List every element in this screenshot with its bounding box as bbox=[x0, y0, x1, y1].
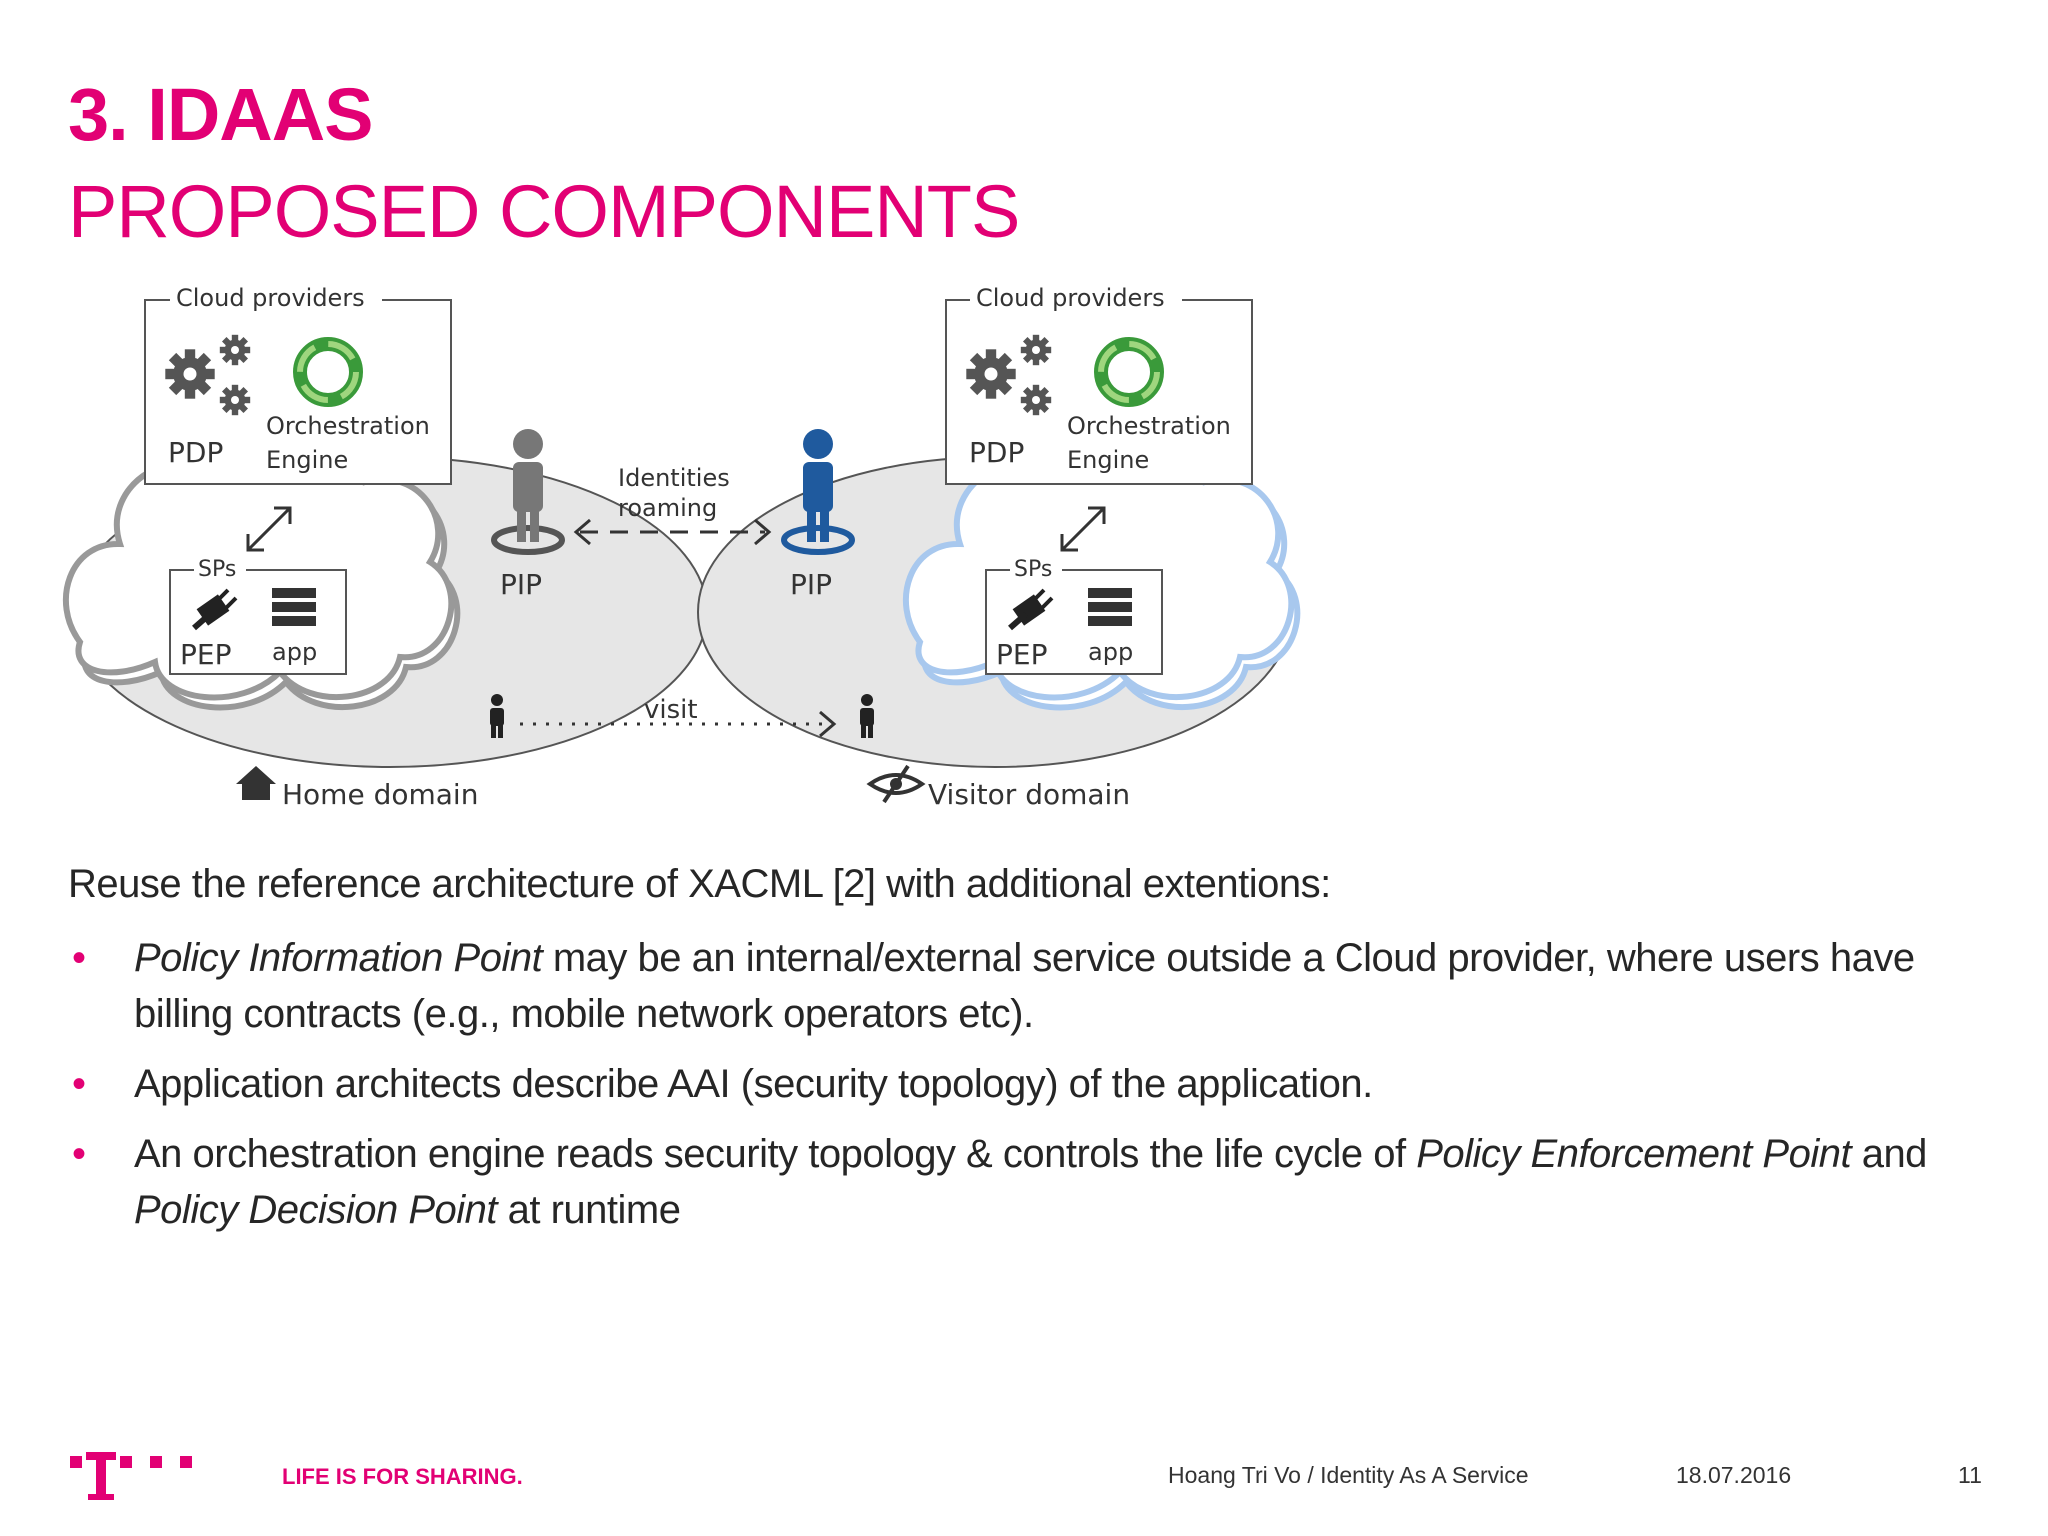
server-icon bbox=[1088, 588, 1132, 626]
bullet-marker: • bbox=[72, 1132, 86, 1176]
term-pep: Policy Enforcement Point bbox=[1416, 1132, 1852, 1176]
visitor-sps-label: SPs bbox=[1014, 557, 1052, 582]
visit-arrow bbox=[520, 710, 837, 738]
home-app-label: app bbox=[272, 638, 317, 666]
visitor-pip-label: PIP bbox=[790, 568, 832, 601]
bullet-architects-text: Application architects describe AAI (sec… bbox=[134, 1062, 1373, 1106]
bullet-orchestration-text-b: and bbox=[1851, 1132, 1928, 1176]
roaming-label: roaming bbox=[618, 494, 717, 522]
visitor-pep-label: PEP bbox=[996, 638, 1047, 671]
home-pip-person-icon bbox=[491, 429, 565, 555]
bullet-pip-text: may be an internal/external service outs… bbox=[134, 936, 1915, 1036]
visitor-cloud-providers-box: Cloud providers PDP Orchestration Engine bbox=[945, 284, 1253, 485]
home-engine-label: Engine bbox=[266, 446, 348, 474]
visitor-cloud-providers-label: Cloud providers bbox=[976, 284, 1165, 312]
slide-title: 3. IDAAS bbox=[68, 73, 374, 156]
plug-icon bbox=[1008, 588, 1054, 631]
home-cloud-providers-box: Cloud providers PDP Orchestration Engine bbox=[144, 284, 452, 485]
term-pdp: Policy Decision Point bbox=[134, 1188, 498, 1232]
visit-label: visit bbox=[644, 695, 698, 725]
footer: LIFE IS FOR SHARING. Hoang Tri Vo / Iden… bbox=[0, 1448, 2048, 1508]
bullet-orchestration-text-c: at runtime bbox=[497, 1188, 681, 1232]
home-pip-label: PIP bbox=[500, 568, 542, 601]
home-icon bbox=[236, 766, 276, 800]
home-double-arrow-icon bbox=[246, 506, 292, 552]
visitor-domain-label: Visitor domain bbox=[928, 778, 1130, 811]
visitor-app-label: app bbox=[1088, 638, 1133, 666]
footer-author: Hoang Tri Vo / Identity As A Service bbox=[1168, 1462, 1529, 1488]
footer-date: 18.07.2016 bbox=[1676, 1462, 1792, 1488]
plug-icon bbox=[192, 588, 238, 631]
home-cloud-providers-label: Cloud providers bbox=[176, 284, 365, 312]
visitor-orchestration-label: Orchestration bbox=[1067, 412, 1231, 440]
visitor-double-arrow-icon bbox=[1060, 506, 1106, 552]
telekom-logo bbox=[70, 1452, 192, 1500]
slogan: LIFE IS FOR SHARING. bbox=[282, 1464, 523, 1489]
bullet-marker: • bbox=[72, 936, 86, 980]
identities-label: Identities bbox=[618, 464, 730, 492]
architecture-diagram: Cloud providers PDP Orchestration Engine… bbox=[62, 284, 1301, 811]
page-number: 11 bbox=[1958, 1462, 1982, 1488]
home-pep-label: PEP bbox=[180, 638, 231, 671]
home-domain-label: Home domain bbox=[282, 778, 478, 811]
visitor-pdp-label: PDP bbox=[969, 436, 1024, 469]
home-orchestration-label: Orchestration bbox=[266, 412, 430, 440]
orchestration-cycle-icon bbox=[1094, 337, 1164, 407]
small-person-icon bbox=[860, 694, 874, 738]
visitor-sps-box: SPs PEP app bbox=[985, 557, 1163, 675]
bullet-orchestration: • An orchestration engine reads security… bbox=[68, 1126, 1998, 1238]
visitor-eye-icon bbox=[866, 764, 926, 804]
roaming-arrow bbox=[573, 518, 772, 546]
home-pdp-label: PDP bbox=[168, 436, 223, 469]
home-sps-box: SPs PEP app bbox=[169, 557, 347, 675]
visitor-engine-label: Engine bbox=[1067, 446, 1149, 474]
orchestration-cycle-icon bbox=[293, 337, 363, 407]
bullet-orchestration-text-a: An orchestration engine reads security t… bbox=[134, 1132, 1417, 1176]
term-pip: Policy Information Point bbox=[134, 936, 543, 980]
visitor-pip-person-icon bbox=[781, 429, 855, 555]
home-sps-label: SPs bbox=[198, 557, 236, 582]
slide-subtitle: PROPOSED COMPONENTS bbox=[68, 170, 1020, 253]
server-icon bbox=[272, 588, 316, 626]
bullet-marker: • bbox=[72, 1062, 86, 1106]
bullet-pip: • Policy Information Point may be an int… bbox=[68, 930, 1998, 1042]
bullet-architects: • Application architects describe AAI (s… bbox=[68, 1056, 1998, 1112]
intro-text: Reuse the reference architecture of XACM… bbox=[68, 862, 1331, 906]
small-person-icon bbox=[490, 694, 504, 738]
bullet-list: • Policy Information Point may be an int… bbox=[68, 930, 1998, 1252]
